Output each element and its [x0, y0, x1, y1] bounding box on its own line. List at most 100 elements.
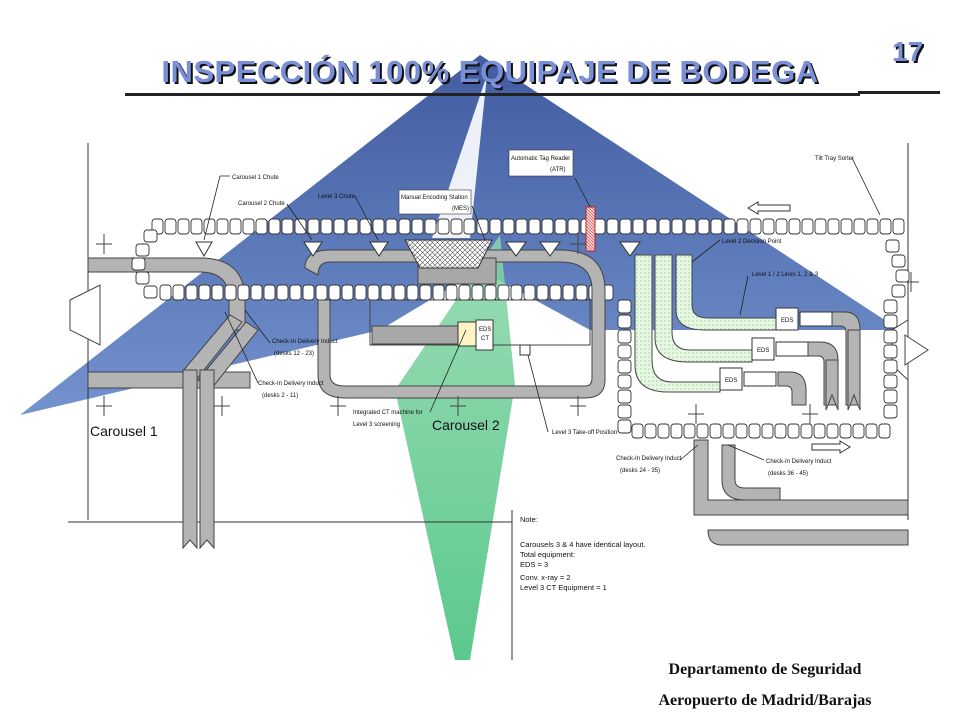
conveyor-roller — [328, 284, 341, 301]
conveyor-roller — [617, 374, 632, 389]
conveyor-roller — [263, 284, 276, 301]
conveyor-roller — [198, 284, 211, 301]
conveyor-roller — [839, 423, 852, 439]
conveyor-roller — [367, 284, 380, 301]
conveyor-roller — [419, 284, 432, 301]
conveyor-roller — [632, 218, 645, 235]
conveyor-roller — [683, 423, 696, 439]
conveyor-roller — [562, 284, 575, 301]
carousel2-label: Carousel 2 — [432, 417, 500, 433]
conveyor-roller — [510, 284, 523, 301]
checkin-2435-line2: (desks 24 - 35) — [620, 468, 660, 474]
conveyor-roller — [800, 423, 813, 439]
conveyor-roller — [320, 218, 333, 235]
conveyor-roller — [883, 359, 898, 374]
automatic-tag-reader — [585, 206, 596, 252]
conveyor-roller — [883, 389, 898, 404]
conveyor-roller — [883, 329, 898, 344]
conveyor-roller — [406, 284, 419, 301]
conveyor-roller — [445, 284, 458, 301]
chutes — [195, 241, 641, 258]
right-conveyors — [693, 311, 929, 546]
conveyor-roller — [891, 284, 906, 298]
conveyor-roller — [853, 218, 866, 235]
conveyor-roller — [135, 271, 150, 285]
conveyor-roller — [722, 423, 735, 439]
conveyor-roller — [657, 423, 670, 439]
conveyor-roller — [502, 218, 515, 235]
conveyor-roller — [774, 423, 787, 439]
conveyor-roller — [354, 284, 367, 301]
conveyor-roller — [289, 284, 302, 301]
conveyor-roller — [229, 218, 242, 235]
manual-encoding-station — [404, 239, 493, 269]
conveyor-roller — [143, 285, 158, 299]
conveyor-roller — [276, 284, 289, 301]
conveyor-roller — [385, 218, 398, 235]
conveyor-roller — [762, 218, 775, 235]
note-line-4: Conv. x-ray = 2 — [520, 573, 571, 582]
conveyor-roller — [346, 218, 359, 235]
page-title: INSPECCIÓN 100% EQUIPAJE DE BODEGA — [161, 54, 819, 89]
conveyor-roller — [575, 284, 588, 301]
eds-label-3: EDS — [725, 378, 737, 384]
conveyor-roller — [302, 284, 315, 301]
conveyor-roller — [359, 218, 372, 235]
conveyor-roller — [593, 218, 606, 235]
checkin-1223-line2: (desks 12 - 23) — [274, 351, 314, 357]
conveyor-roller — [411, 218, 424, 235]
conveyor-roller — [203, 218, 216, 235]
conveyor-roller — [528, 218, 541, 235]
conveyor-roller — [398, 218, 411, 235]
eds-machines — [719, 307, 833, 391]
conveyor-roller — [723, 218, 736, 235]
conveyor-roller — [710, 218, 723, 235]
checkin-211-line2: (desks 2 - 11) — [262, 393, 298, 399]
conveyor-roller — [617, 419, 632, 434]
conveyor-roller — [709, 423, 722, 439]
conveyor-roller — [879, 218, 892, 235]
conveyor-roller — [787, 423, 800, 439]
notes-block: Note: Carousels 3 & 4 have identical lay… — [520, 515, 646, 592]
conveyor-roller — [432, 284, 445, 301]
conveyor-roller — [619, 218, 632, 235]
conveyor-roller — [813, 423, 826, 439]
mes-label-line1: Manual Encoding Station — [401, 195, 468, 201]
conveyor-roller — [224, 284, 237, 301]
conveyor-roller — [617, 389, 632, 404]
callout-lines — [203, 157, 881, 461]
conveyor-roller — [333, 218, 346, 235]
conveyor-roller — [185, 284, 198, 301]
conveyor-roller — [450, 218, 463, 235]
conveyor-roller — [307, 218, 320, 235]
conveyor-roller — [866, 218, 879, 235]
carousel1-label: Carousel 1 — [90, 423, 158, 439]
conveyor-roller — [341, 284, 354, 301]
checkin-211-line1: Check-In Delivery Induct — [258, 381, 324, 387]
conveyor-roller — [645, 218, 658, 235]
diagram-frame — [68, 143, 909, 660]
conveyor-roller — [883, 374, 898, 389]
conveyor-roller — [463, 218, 476, 235]
conveyor-roller — [617, 344, 632, 359]
eds-label-2: EDS — [757, 348, 769, 354]
conveyor-roller — [424, 218, 437, 235]
conveyor-roller — [696, 423, 709, 439]
conveyor-roller — [671, 218, 684, 235]
eds-lanes — [634, 254, 779, 393]
carousel-2-belt — [304, 249, 606, 399]
conveyor-roller — [644, 423, 657, 439]
conveyor-roller — [775, 218, 788, 235]
conveyor-roller — [484, 284, 497, 301]
conveyor-roller — [143, 229, 158, 243]
level3-takeoff-label: Level 3 Take-off Position — [552, 430, 617, 436]
note-line-0: Note: — [520, 515, 538, 524]
conveyor-roller — [617, 404, 632, 419]
conveyor-roller — [883, 299, 898, 314]
carousel2-chute-label: Carousel 2 Chute — [238, 201, 285, 207]
page-number: 17 — [892, 36, 924, 67]
carousel1-chute-label: Carousel 1 Chute — [232, 175, 279, 181]
conveyor-roller — [172, 284, 185, 301]
level3-takeoff-box — [519, 344, 531, 356]
footer-airport: Aeropuerto de Madrid/Barajas — [658, 692, 872, 709]
